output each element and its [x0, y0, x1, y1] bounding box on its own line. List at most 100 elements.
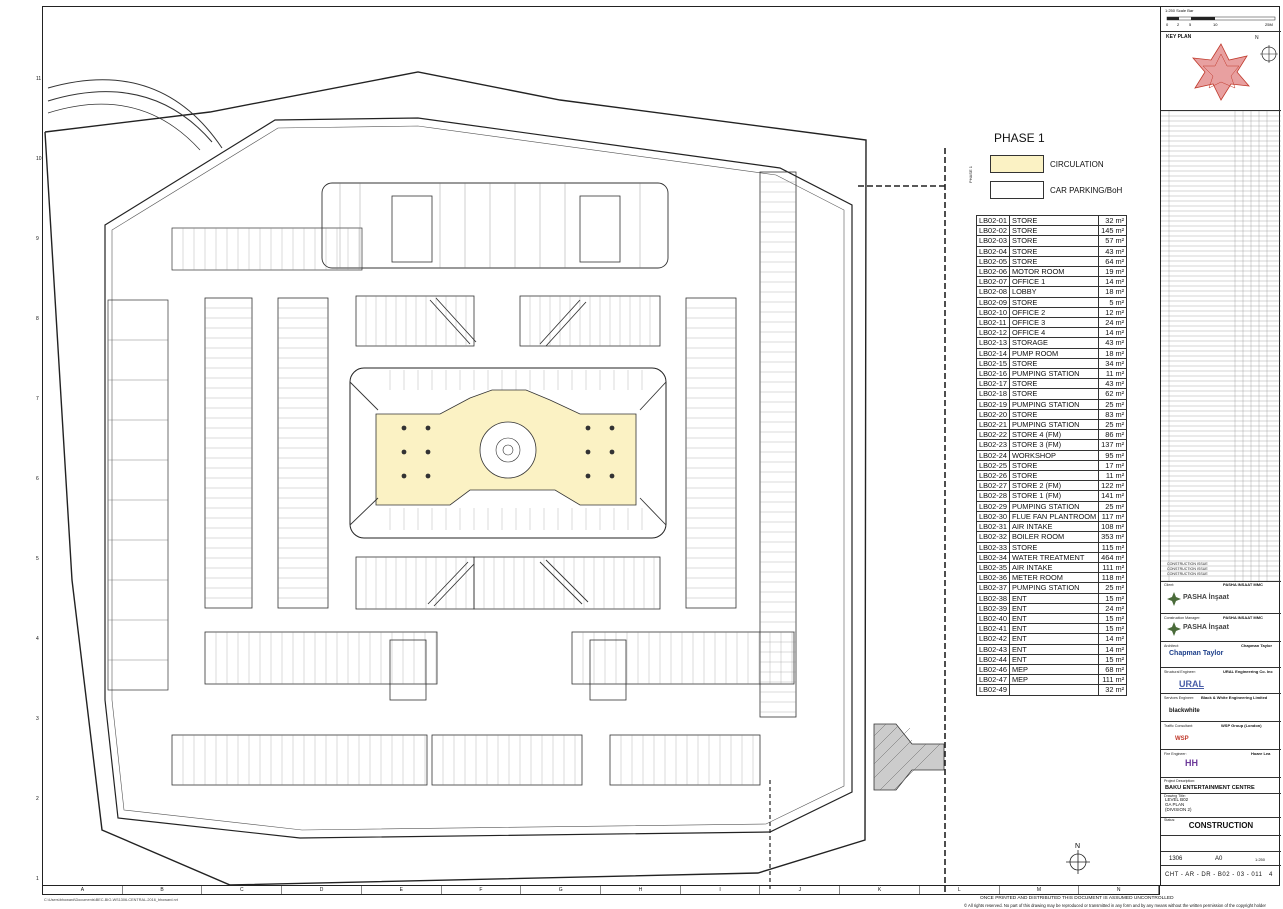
- structural-column: [401, 449, 407, 455]
- structural-column: [609, 425, 615, 431]
- room-name: METER ROOM: [1008, 572, 1100, 584]
- black-white-logo: blackwhite: [1169, 708, 1200, 714]
- construction-manager-label: Construction Manager:: [1164, 616, 1201, 620]
- revision-entry: CONSTRUCTION ISSUE: [1167, 567, 1208, 571]
- column-label: G: [521, 886, 602, 894]
- room-area: 25 m²: [1098, 582, 1128, 594]
- hatched-structure: [873, 723, 945, 791]
- wsp-logo: WSP: [1175, 736, 1189, 742]
- room-area: 464 m²: [1098, 551, 1128, 563]
- room-code: LB02-43: [976, 643, 1010, 655]
- room-code: LB02-08: [976, 286, 1010, 298]
- parking-island: [204, 631, 438, 685]
- room-area: 25 m²: [1098, 500, 1128, 512]
- scale-tick: 2: [1177, 22, 1180, 27]
- scale-tick: 10: [1213, 22, 1218, 27]
- room-name: STORE: [1008, 408, 1100, 421]
- room-area: 111 m²: [1098, 561, 1128, 574]
- parking-island: [277, 297, 329, 609]
- room-name: ENT: [1008, 612, 1100, 625]
- room-area: 17 m²: [1098, 459, 1128, 472]
- room-code: LB02-30: [976, 510, 1010, 523]
- drawing-title: LEVEL B02 GA PLAN (DIVISION 2): [1165, 797, 1192, 812]
- structural-column: [609, 449, 615, 455]
- services-label: Services Engineer:: [1164, 696, 1195, 700]
- row-label: 9: [36, 236, 39, 242]
- room-name: STORE: [1008, 214, 1100, 227]
- room-area: 86 m²: [1098, 429, 1128, 441]
- structural-name: URAL Engineering Co. Inc: [1223, 669, 1273, 674]
- room-code: LB02-21: [976, 419, 1010, 431]
- drawing-title-line: (DIVISION 2): [1165, 807, 1192, 812]
- title-block: 1:250 Scale Bar 0 2 5 10 25M KEY PLAN N …: [1160, 6, 1281, 886]
- column-label: E: [362, 886, 442, 894]
- room-name: STORE: [1008, 357, 1100, 370]
- structural-label: Structural Engineer:: [1164, 670, 1196, 674]
- key-plan-diagram: [1192, 43, 1250, 101]
- room-area: 11 m²: [1098, 368, 1128, 380]
- traffic-name: WSP Group (London): [1221, 723, 1262, 728]
- room-area: 15 m²: [1098, 592, 1128, 604]
- room-code: LB02-19: [976, 398, 1010, 410]
- room-name: PUMPING STATION: [1008, 419, 1100, 431]
- store-strip-left: [107, 299, 169, 691]
- column-label: A: [43, 886, 123, 894]
- room-name: [1008, 684, 1100, 696]
- room-code: LB02-20: [976, 408, 1010, 421]
- room-area: 353 m²: [1098, 531, 1128, 543]
- room-code: LB02-47: [976, 674, 1010, 686]
- chapman-taylor-logo: Chapman Taylor: [1169, 650, 1224, 657]
- fire-label: Fire Engineer:: [1164, 752, 1187, 756]
- key-plan-label: KEY PLAN: [1166, 34, 1192, 40]
- room-area: 32 m²: [1098, 684, 1128, 696]
- status-box: [1161, 818, 1281, 836]
- drawing-title-line: GA PLAN: [1165, 802, 1185, 807]
- parking-island: [473, 556, 661, 610]
- room-name: STORE: [1008, 225, 1100, 237]
- key-plan-north: N: [1255, 35, 1259, 41]
- project-code-box: [1161, 852, 1281, 866]
- room-name: PUMPING STATION: [1008, 398, 1100, 410]
- scale-tick: 0: [1166, 22, 1169, 27]
- room-name: PUMPING STATION: [1008, 368, 1100, 380]
- room-code: LB02-44: [976, 653, 1010, 665]
- room-code: LB02-17: [976, 378, 1010, 390]
- drawing-title-box: [1161, 794, 1281, 818]
- room-area: 32 m²: [1098, 214, 1128, 227]
- structural-column: [609, 473, 615, 479]
- structural-column: [585, 473, 591, 479]
- room-area: 15 m²: [1098, 653, 1128, 665]
- room-code: LB02-25: [976, 459, 1010, 472]
- room-code: LB02-28: [976, 490, 1010, 502]
- stair-core: [391, 195, 433, 263]
- room-code: LB02-16: [976, 368, 1010, 380]
- room-code: LB02-34: [976, 551, 1010, 563]
- room-area: 64 m²: [1098, 255, 1128, 268]
- room-name: STORE: [1008, 245, 1100, 257]
- file-path: C:\Users\bhoward\Documents\BEC-BIO-WS130…: [44, 898, 178, 902]
- room-name: OFFICE 4: [1008, 327, 1100, 339]
- room-code: LB02-11: [976, 317, 1010, 329]
- legend-label: CIRCULATION: [1050, 159, 1104, 169]
- structural-column: [425, 473, 431, 479]
- room-area: 118 m²: [1098, 572, 1128, 584]
